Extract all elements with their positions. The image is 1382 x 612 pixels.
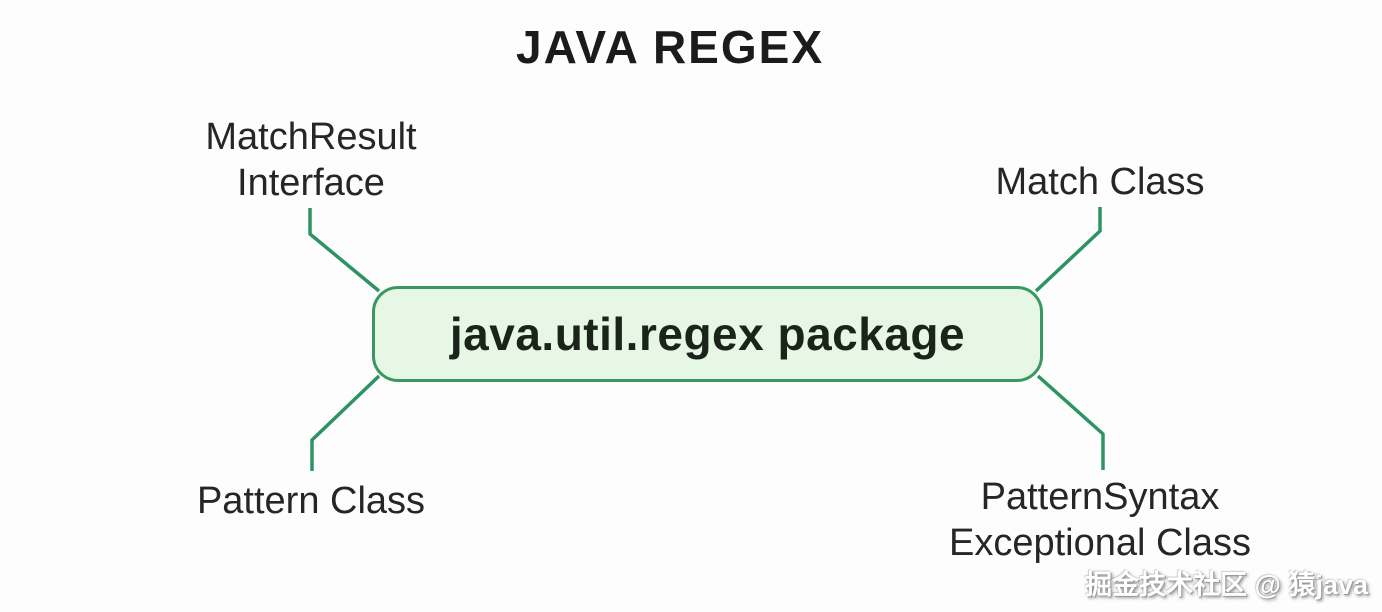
center-box: java.util.regex package — [372, 286, 1043, 382]
connector-top-left — [308, 208, 381, 293]
connector-bottom-left — [310, 374, 381, 471]
node-label-line: Exceptional Class — [948, 522, 1252, 564]
node-matchresult-interface: MatchResult Interface — [205, 114, 416, 206]
node-patternsyntax-exceptional-class: PatternSyntax Exceptional Class — [949, 474, 1251, 566]
node-label-line: Match Class — [995, 161, 1205, 203]
node-label-line: Interface — [237, 162, 385, 204]
connector-top-right — [1034, 207, 1102, 293]
node-label-line: PatternSyntax — [980, 476, 1220, 518]
node-label-line: MatchResult — [205, 116, 417, 158]
connector-bottom-right — [1036, 374, 1105, 470]
node-pattern-class: Pattern Class — [197, 478, 425, 524]
watermark: 掘金技术社区 @ 猿java — [1085, 570, 1368, 600]
node-match-class: Match Class — [995, 159, 1204, 205]
node-label-line: Pattern Class — [196, 480, 426, 522]
page-title: JAVA REGEX — [516, 21, 824, 73]
center-box-label: java.util.regex package — [449, 308, 966, 360]
